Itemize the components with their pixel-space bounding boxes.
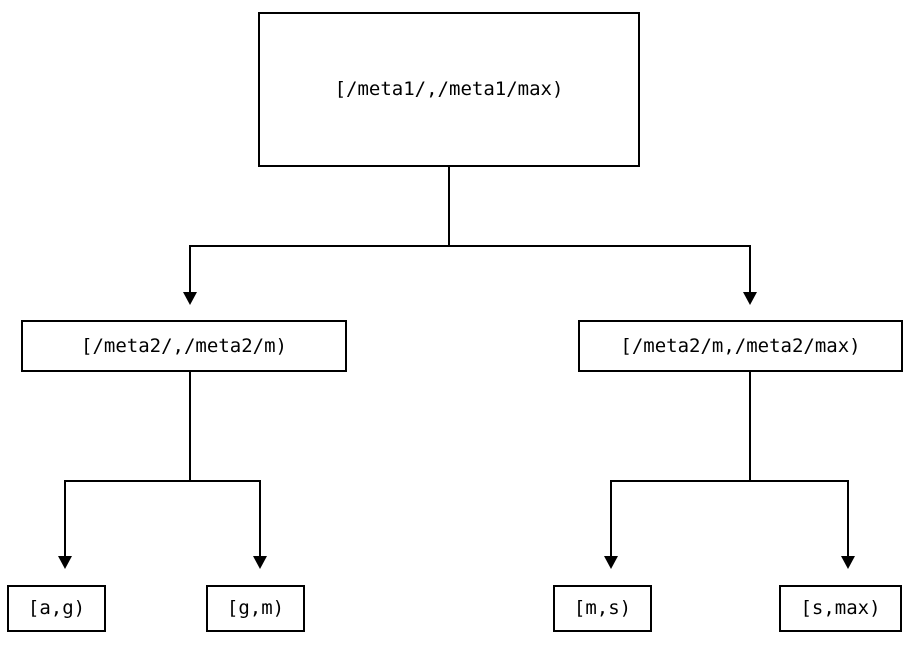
node-root-label: [/meta1/,/meta1/max) [334,78,564,100]
node-leaf-m-s-label: [m,s) [573,597,632,619]
edge-mid-right-to-leaf-3 [610,480,612,557]
node-leaf-g-m[interactable]: [g,m) [206,585,305,632]
edge-root-bus [189,245,751,247]
arrowhead-mid-left [183,292,197,305]
arrowhead-leaf-m-s [604,556,618,569]
edge-mid-right-bus [610,480,849,482]
edge-root-stem [448,167,450,246]
edge-mid-left-stem [189,372,191,481]
edge-root-to-mid-left [189,245,191,293]
node-mid-right-label: [/meta2/m,/meta2/max) [620,334,861,357]
node-mid-right[interactable]: [/meta2/m,/meta2/max) [578,320,903,372]
node-leaf-m-s[interactable]: [m,s) [553,585,652,632]
node-leaf-a-g[interactable]: [a,g) [7,585,106,632]
edge-mid-right-to-leaf-4 [847,480,849,557]
edge-mid-left-to-leaf-2 [259,480,261,557]
arrowhead-leaf-s-max [841,556,855,569]
node-mid-left[interactable]: [/meta2/,/meta2/m) [21,320,347,372]
node-leaf-s-max-label: [s,max) [800,597,881,619]
node-mid-left-label: [/meta2/,/meta2/m) [81,334,287,357]
edge-mid-right-stem [749,372,751,481]
node-leaf-g-m-label: [g,m) [226,597,285,619]
edge-root-to-mid-right [749,245,751,293]
node-root[interactable]: [/meta1/,/meta1/max) [258,12,640,167]
node-leaf-s-max[interactable]: [s,max) [779,585,902,632]
arrowhead-leaf-g-m [253,556,267,569]
node-leaf-a-g-label: [a,g) [27,597,86,619]
edge-mid-left-bus [64,480,261,482]
edge-mid-left-to-leaf-1 [64,480,66,557]
arrowhead-mid-right [743,292,757,305]
arrowhead-leaf-a-g [58,556,72,569]
